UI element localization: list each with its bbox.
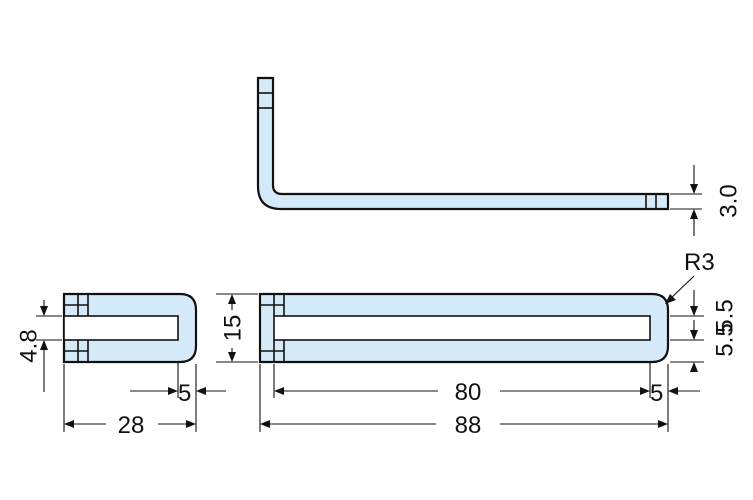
- dimension-slot-width: 4.8: [15, 300, 62, 392]
- end-view: [62, 292, 198, 364]
- dimension-height-label: 15: [219, 315, 246, 342]
- dimension-slot-width-label: 4.8: [15, 329, 42, 362]
- dimension-slot-length-label: 80: [455, 379, 482, 406]
- dimension-overall-length: 88: [259, 364, 668, 439]
- dimension-offsets: 5.5 5.5: [670, 290, 738, 372]
- dimension-radius: R3: [665, 249, 715, 304]
- end-view-slot: [63, 315, 179, 341]
- dimension-width-small-label: 28: [118, 412, 145, 439]
- dimension-radius-label: R3: [684, 249, 715, 276]
- dimension-end-right: 5: [650, 364, 700, 432]
- dimension-thickness-label: 3.0: [715, 184, 742, 217]
- dimension-overall-length-label: 88: [455, 412, 482, 439]
- plan-view: [258, 292, 670, 364]
- dimension-height: 15: [216, 293, 258, 363]
- dimension-offset-bottom-label: 5.5: [711, 323, 738, 356]
- dimension-slot-length: 80: [273, 362, 651, 406]
- dimension-end-left-label: 5: [178, 380, 191, 407]
- side-view: [256, 76, 670, 211]
- dimension-end-left: 5: [130, 362, 226, 432]
- dimension-end-right-label: 5: [650, 380, 663, 407]
- dimension-width-small: 28: [63, 364, 196, 439]
- dimension-thickness: 3.0: [670, 165, 742, 236]
- plan-view-slot: [273, 315, 651, 341]
- dimension-offset-top-label: 5.5: [711, 299, 738, 332]
- side-view-profile: [256, 76, 670, 211]
